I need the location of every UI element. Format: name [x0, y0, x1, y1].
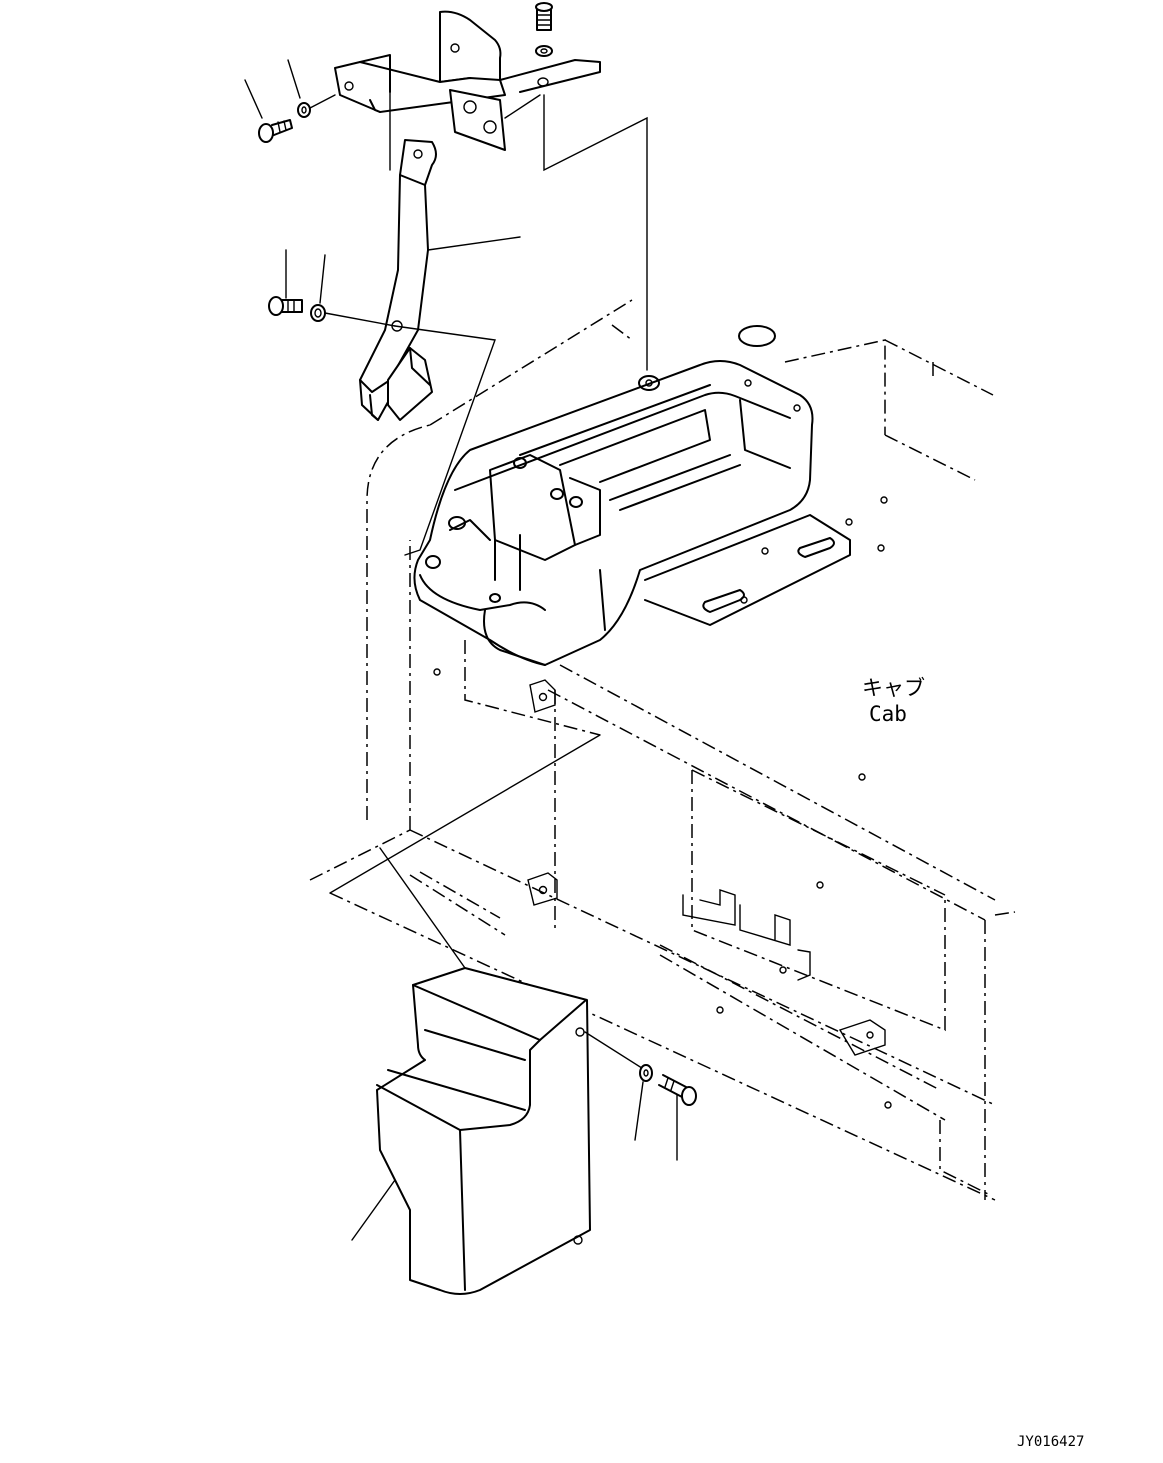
cab-label-en: Cab [869, 702, 907, 726]
lower-cover [329, 734, 646, 1295]
console-box [413, 325, 851, 666]
support-arm [359, 139, 521, 421]
top-bracket [334, 2, 648, 371]
bolt-mid-left [268, 249, 496, 556]
cab-label-jp: キャブ [862, 676, 925, 700]
cab-outline [309, 299, 1016, 1201]
drawing-code: JY016427 [1017, 1434, 1084, 1450]
bolt-lower-right [634, 1064, 697, 1161]
bolt-top-left [244, 59, 336, 143]
